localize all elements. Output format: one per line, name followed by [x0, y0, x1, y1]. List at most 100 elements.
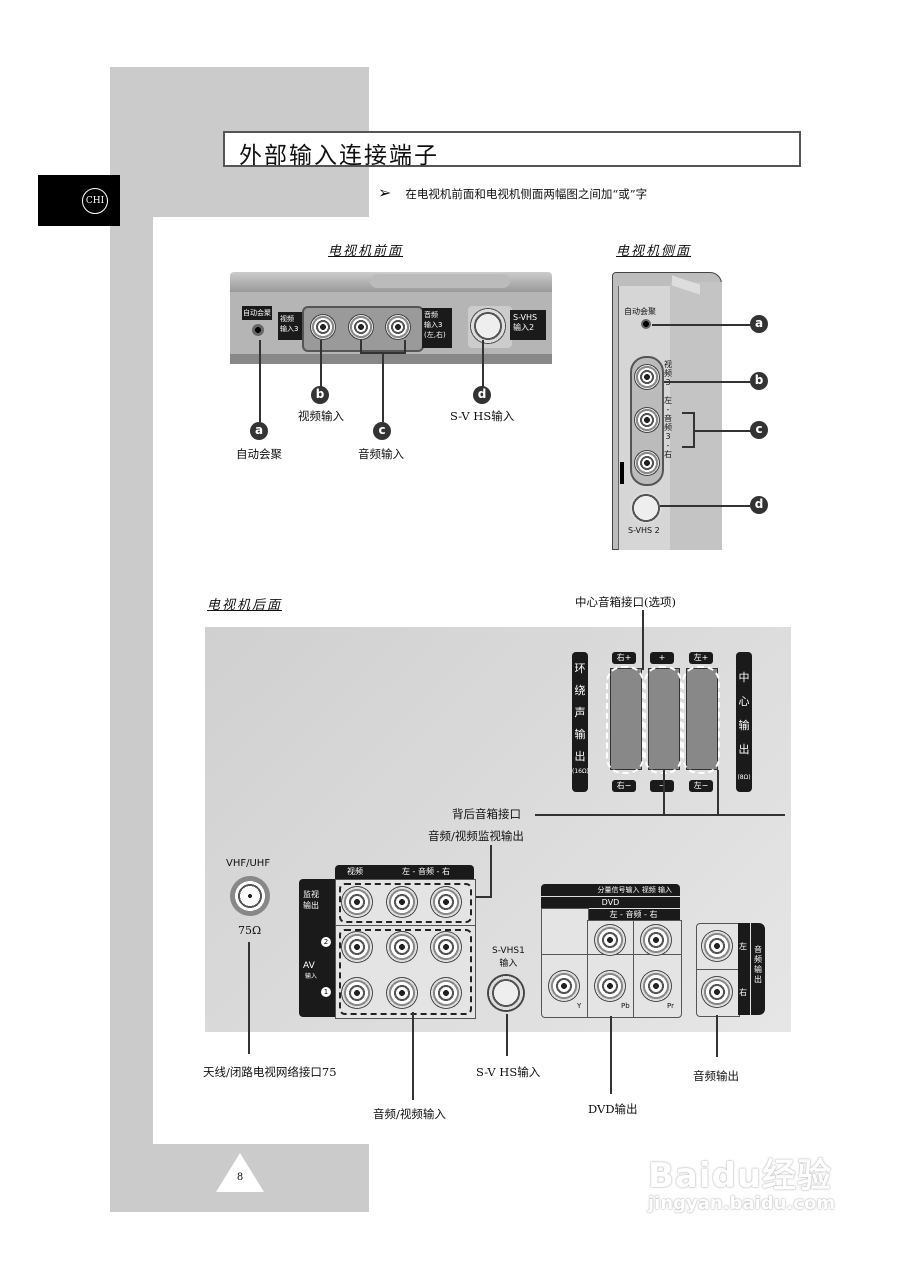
antenna-bottom-label: 天线/闭路电视网络接口75 [203, 1065, 337, 1079]
speaker-clip-2[interactable] [648, 668, 680, 770]
video-in3-tag: 视频 输入3 [278, 312, 306, 340]
av-row-av-sub: 输入 [305, 973, 318, 980]
dvd-pb-jack [594, 970, 626, 1002]
arrow-icon: ➢ [378, 183, 392, 202]
av-row-1: 1 [321, 987, 331, 997]
dvd-y-label: Y [577, 1002, 582, 1010]
callout-label-d: S-V HS输入 [450, 409, 515, 423]
side-svhs2-label: S-VHS 2 [628, 526, 660, 535]
auto-converge-jack [252, 324, 264, 336]
side-svhs-jack [630, 492, 662, 524]
side-audio-right-jack [634, 450, 660, 476]
speaker-terminal-block: 环 绕 声 输 出 (16Ω) 中 心 输 出 (8Ω) 右+ + 左+ 右− … [572, 642, 768, 792]
side-badge-b: b [750, 372, 768, 390]
center-speaker-label: 中心音箱接口(选项) [575, 595, 676, 609]
svhs1-label: S-VHS1 输入 [492, 946, 525, 969]
side-badge-d: d [750, 496, 768, 514]
terminal-bottom-right-surround: 右− [612, 780, 636, 792]
antenna-jack [230, 876, 270, 916]
dvd-header-component: 分量信号输入 视频 输入 [541, 884, 680, 896]
dvd-audio-right-jack [640, 924, 672, 956]
terminal-top-left-surround: 左+ [689, 652, 713, 664]
dvd-header-dvd: DVD [541, 897, 680, 908]
av-row-2: 2 [321, 937, 331, 947]
side-panel-diagram: 自动会聚 视 频 3 左 - 音 频 3 - 右 S-VHS 2 [612, 272, 722, 550]
dvd-audio-left-jack [594, 924, 626, 956]
dvd-header-audio: 左 - 音频 - 右 [587, 909, 680, 920]
note-text: 在电视机前面和电视机侧面两幅图之间加“或”字 [405, 187, 648, 201]
callout-badge-d: d [473, 386, 491, 404]
center-out-label: 中 心 输 出 [736, 652, 752, 792]
side-audio-left-jack [634, 407, 660, 433]
av2-video-jack [341, 931, 373, 963]
front-audio-left-jack [348, 314, 374, 340]
center-ohm: (8Ω) [737, 774, 751, 781]
monitor-audio-left-jack [386, 886, 418, 918]
av1-video-jack [341, 977, 373, 1009]
page-title-box: 外部输入连接端子 [223, 131, 801, 169]
terminal-bottom-left-surround: 左− [689, 780, 713, 792]
svhs1-jack [487, 974, 525, 1012]
callout-badge-a: a [250, 422, 268, 440]
surround-ohm: (16Ω) [572, 768, 589, 775]
page-number: 8 [236, 1172, 244, 1183]
baidu-watermark: Baidu经验 jingyan.baidu.com [648, 1148, 835, 1214]
av1-audio-left-jack [386, 977, 418, 1009]
auto-converge-tag: 自动会聚 [242, 306, 272, 320]
audio-in3-tag: 音频 输入3 (左,右) [422, 308, 452, 348]
dvd-bottom-label: DVD输出 [588, 1102, 638, 1116]
dvd-connector-block: 分量信号输入 视频 输入 DVD 左 - 音频 - 右 Y Pb Pr [541, 884, 682, 1018]
dvd-pr-jack [640, 970, 672, 1002]
antenna-ohm: 75Ω [238, 924, 262, 937]
audio-out-block: 左 右 音 频 输 出 [696, 923, 766, 1017]
terminal-bottom-center: − [650, 780, 674, 792]
av-connector-block: 视频 左 - 音频 - 右 监视 输出 AV 输入 2 1 [299, 865, 476, 1019]
watermark-url: jingyan.baidu.com [648, 1193, 836, 1214]
side-audio3-label: 左 - 音 频 3 - 右 [664, 396, 672, 459]
language-badge: CHI [82, 188, 108, 214]
audio-out-left-label: 左 [739, 942, 747, 951]
rear-section-title: 电视机后面 [207, 598, 283, 613]
svhs-in2-tag: S-VHS 输入2 [510, 310, 546, 340]
side-badge-a: a [750, 315, 768, 333]
speaker-clip-1[interactable] [610, 668, 642, 770]
side-video-jack [634, 364, 660, 390]
antenna-label: VHF/UHF [226, 858, 271, 869]
speaker-clip-3[interactable] [686, 668, 718, 770]
dvd-pr-label: Pr [667, 1002, 674, 1010]
av2-audio-left-jack [386, 931, 418, 963]
callout-label-a: 自动会聚 [236, 447, 282, 461]
callout-badge-b: b [311, 386, 329, 404]
av-col-audio: 左 - 音频 - 右 [402, 867, 450, 876]
page-number-triangle [216, 1153, 264, 1192]
monitor-audio-right-jack [430, 886, 462, 918]
monitor-video-jack [341, 886, 373, 918]
svhs-bottom-label: S-V HS输入 [476, 1065, 541, 1079]
av-input-bottom-label: 音频/视频输入 [373, 1107, 446, 1121]
audio-out-bottom-label: 音频输出 [693, 1069, 739, 1083]
audio-out-left-jack [701, 930, 733, 962]
audio-out-right-label: 右 [739, 988, 747, 997]
av-monitor-label: 音频/视频监视输出 [428, 829, 524, 843]
av-row-monitor: 监视 输出 [303, 890, 319, 910]
front-svhs-jack [470, 308, 506, 344]
callout-label-c: 音频输入 [358, 447, 404, 461]
callout-label-b: 视频输入 [298, 409, 344, 423]
av2-audio-right-jack [430, 931, 462, 963]
side-auto-converge-jack [641, 319, 651, 329]
front-video-jack [310, 314, 336, 340]
dvd-y-jack [548, 970, 580, 1002]
av1-audio-right-jack [430, 977, 462, 1009]
callout-badge-c: c [373, 422, 391, 440]
page-gray-left-band [110, 67, 153, 1212]
surround-out-label: 环 绕 声 输 出 [572, 652, 588, 792]
watermark-brand: Baidu经验 [648, 1156, 833, 1196]
terminal-top-center: + [650, 652, 674, 664]
front-section-title: 电视机前面 [328, 244, 404, 259]
side-section-title: 电视机侧面 [616, 244, 692, 259]
language-tab: CHI [38, 175, 120, 226]
av-col-video: 视频 [347, 867, 363, 876]
front-panel-diagram: 自动会聚 视频 输入3 音频 输入3 (左,右) S-VHS 输入2 [230, 272, 552, 367]
page-title: 外部输入连接端子 [239, 143, 439, 169]
front-audio-right-jack [385, 314, 411, 340]
